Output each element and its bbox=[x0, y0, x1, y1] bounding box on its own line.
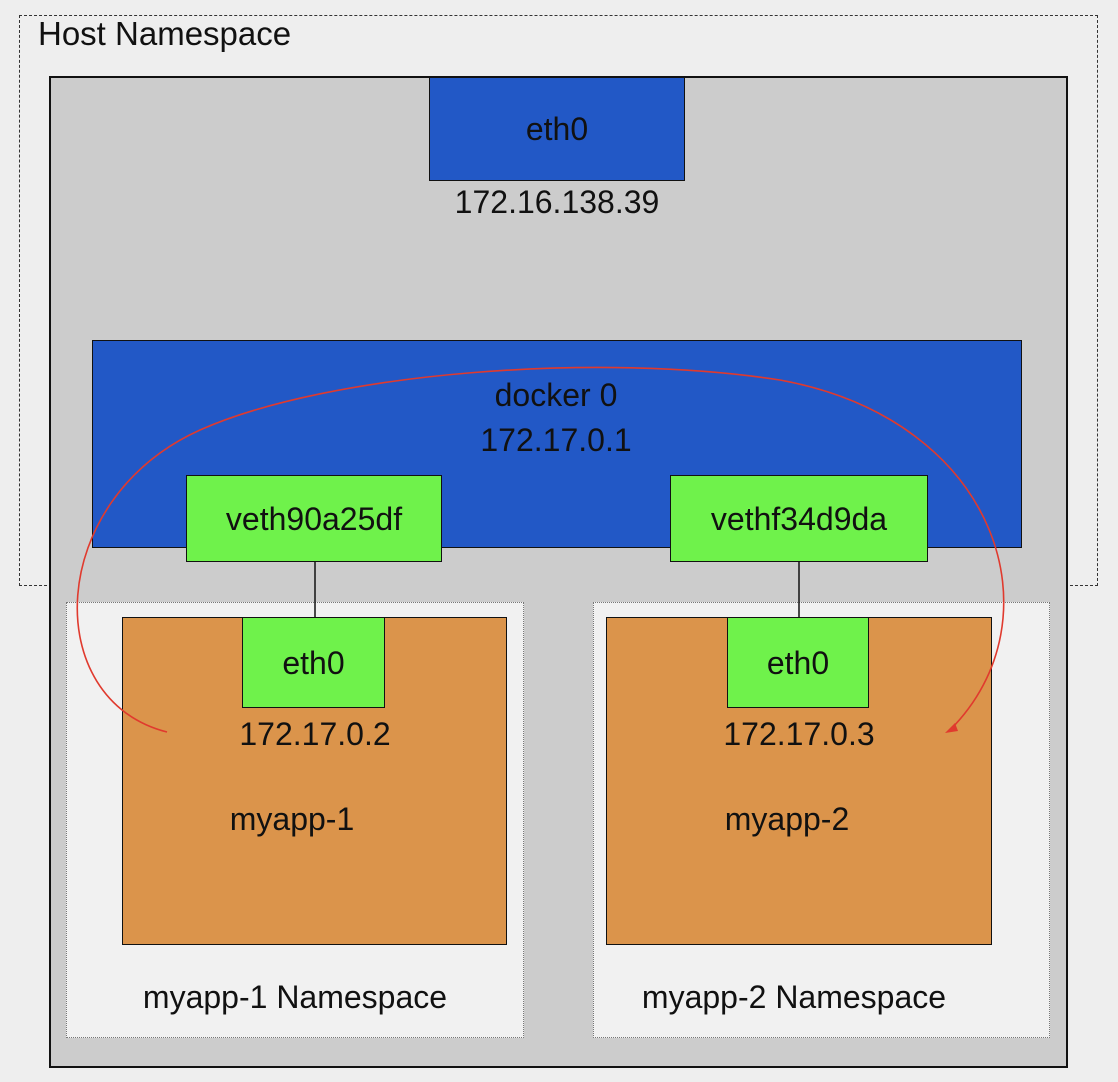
myapp-1-label: myapp-1 bbox=[229, 801, 355, 837]
docker0-ip: 172.17.0.1 bbox=[480, 422, 632, 458]
veth-myapp-2: vethf34d9da bbox=[670, 475, 928, 562]
myapp-2-eth0-interface: eth0 bbox=[727, 617, 869, 708]
myapp-2-label: myapp-2 bbox=[724, 801, 850, 837]
veth-myapp-2-label: vethf34d9da bbox=[710, 500, 888, 537]
myapp-1-eth0-interface: eth0 bbox=[242, 617, 385, 708]
myapp-1-namespace-label: myapp-1 Namespace bbox=[142, 979, 448, 1015]
myapp-1-ip: 172.17.0.2 bbox=[239, 716, 391, 752]
host-eth0-interface: eth0 bbox=[429, 77, 685, 181]
myapp-2-eth0-label: eth0 bbox=[766, 644, 830, 681]
myapp-1-eth0-label: eth0 bbox=[282, 644, 345, 681]
myapp-2-ip: 172.17.0.3 bbox=[723, 716, 875, 752]
myapp-2-namespace-label: myapp-2 Namespace bbox=[641, 979, 947, 1015]
host-eth0-label: eth0 bbox=[525, 111, 589, 147]
veth-myapp-1: veth90a25df bbox=[186, 475, 442, 562]
veth-myapp-1-label: veth90a25df bbox=[225, 500, 403, 537]
host-namespace-label: Host Namespace bbox=[38, 15, 292, 52]
host-eth0-ip: 172.16.138.39 bbox=[454, 184, 660, 220]
docker0-label: docker 0 bbox=[494, 377, 618, 413]
